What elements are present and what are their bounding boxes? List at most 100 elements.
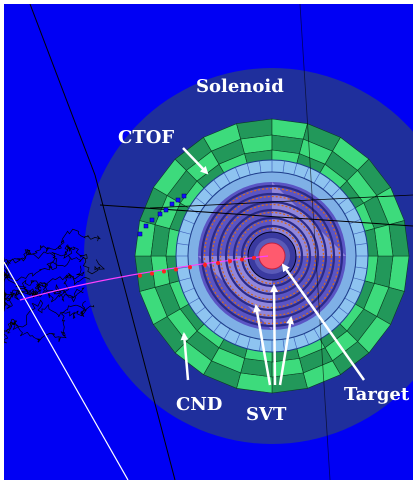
ctof-hit	[181, 193, 187, 199]
ctof-paddle	[331, 187, 341, 197]
beamline-edge	[29, 4, 96, 176]
geometry-line	[299, 4, 331, 480]
ctof-paddle	[176, 243, 189, 246]
shower-track	[4, 282, 84, 303]
ctof-paddle	[303, 333, 310, 345]
track-hits	[138, 255, 256, 278]
track-hit	[252, 255, 256, 260]
track-hit	[138, 273, 142, 278]
track-hit	[174, 267, 178, 272]
solenoid-label: Solenoid	[196, 76, 284, 97]
ctof-paddle	[349, 218, 361, 225]
ctof-paddle	[293, 163, 298, 175]
track-hit	[162, 269, 166, 274]
ctof-paddle	[183, 218, 195, 225]
target	[258, 242, 286, 270]
shower-track	[5, 299, 88, 332]
ctof-paddle	[322, 179, 331, 190]
ctof-paddle	[179, 230, 191, 235]
track-hit	[216, 260, 220, 265]
ctof-paddle	[313, 172, 321, 184]
ctof-paddle	[195, 306, 206, 315]
svt-strip	[235, 219, 309, 293]
shower-track	[4, 244, 88, 281]
ctof-paddle	[355, 266, 368, 269]
ctof-paddle	[234, 333, 241, 345]
ctof-arrow	[182, 147, 209, 175]
ctof-paddle	[349, 287, 361, 294]
particle-track-primary	[19, 255, 269, 301]
ctof-hit	[143, 223, 149, 229]
svt-strip	[243, 227, 301, 285]
ctof-paddle	[176, 266, 189, 269]
track-hit	[203, 262, 207, 267]
ctof-hit	[149, 217, 155, 223]
particle-track	[149, 194, 413, 209]
svt-strip	[211, 195, 333, 317]
ctof-hit	[169, 201, 175, 207]
ctof-paddle	[344, 297, 356, 305]
ctof-paddle	[282, 339, 285, 352]
ctof-paddle	[195, 197, 206, 206]
target-label: Target	[344, 384, 410, 405]
ctof-paddle	[313, 328, 321, 340]
svt-strip	[219, 203, 325, 309]
shower-track	[4, 228, 101, 287]
shower-track	[4, 249, 106, 275]
svt-arrow-3	[278, 316, 294, 386]
beamline-edge	[94, 174, 176, 480]
ctof-paddle	[246, 337, 251, 349]
ctof-paddle	[223, 172, 231, 184]
ctof-paddle	[338, 306, 349, 315]
svt-strip	[203, 187, 341, 325]
ctof-paddle	[213, 322, 222, 333]
ctof-hit	[163, 207, 169, 213]
ctof-paddle	[179, 277, 191, 282]
ctof-paddle	[203, 187, 213, 197]
ctof-paddle	[353, 277, 365, 282]
ctof-paddle	[223, 328, 231, 340]
ctof-paddle	[259, 160, 262, 173]
ctof-paddle	[234, 167, 241, 179]
svt-layer	[232, 216, 312, 296]
ctof-paddle	[355, 243, 368, 246]
svt-layer	[224, 208, 320, 304]
particle-track	[99, 204, 413, 227]
ctof-paddle	[353, 230, 365, 235]
svt-arrow-2	[270, 284, 279, 386]
ctof-hit	[157, 211, 163, 217]
ctof-paddle	[331, 315, 341, 325]
detector-rings	[134, 118, 410, 394]
ctof-paddle	[203, 315, 213, 325]
svt-layer	[208, 192, 336, 320]
ctof-paddle	[213, 179, 222, 190]
track-hit	[150, 271, 154, 276]
ctof-paddle	[303, 167, 310, 179]
particle-shower	[4, 228, 106, 344]
shower-track	[4, 304, 95, 344]
ctof-paddle	[293, 337, 298, 349]
track-hit	[240, 257, 244, 262]
ctof-label: CTOF	[118, 127, 174, 148]
shower-track	[4, 265, 85, 299]
cnd-label: CND	[176, 394, 222, 415]
shower-track	[4, 272, 91, 312]
ctof-paddle	[183, 287, 195, 294]
ctof-paddle	[259, 339, 262, 352]
track-hit	[228, 259, 232, 264]
target-arrow	[281, 263, 366, 381]
svt-layer	[200, 184, 344, 328]
track-hit	[188, 265, 192, 270]
ctof-hit	[175, 197, 181, 203]
ctof-paddle	[246, 163, 251, 175]
ctof-paddle	[188, 297, 200, 305]
svt-label: SVT	[246, 404, 287, 425]
ctof-hit	[137, 231, 143, 237]
ctof-paddle	[282, 160, 285, 173]
cnd-arrow	[180, 332, 190, 381]
ctof-paddle	[344, 207, 356, 215]
ctof-hits	[137, 193, 187, 237]
ctof-paddle	[338, 197, 349, 206]
